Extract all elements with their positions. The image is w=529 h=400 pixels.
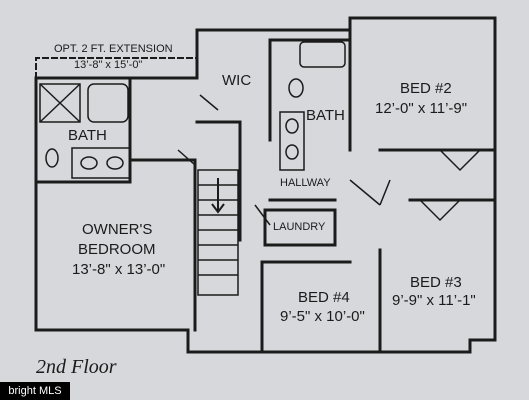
bath-label: BATH xyxy=(306,107,345,124)
extension-outline xyxy=(35,57,198,79)
laundry-label: LAUNDRY xyxy=(273,221,326,233)
watermark-logo: bright MLS xyxy=(0,382,70,400)
owner-bedroom-name-2: BEDROOM xyxy=(78,241,156,258)
owner-vanity-icon xyxy=(71,147,131,179)
bed2-name: BED #2 xyxy=(400,80,452,97)
owner-tub-icon xyxy=(87,83,129,123)
owner-bath-label: BATH xyxy=(68,127,107,144)
main-toilet-icon xyxy=(288,78,304,98)
wic-label: WIC xyxy=(222,72,252,89)
extension-dims: 13’-8" x 15’-0" xyxy=(74,59,143,71)
bed2-dims: 12’-0" x 11’-9" xyxy=(375,100,468,117)
main-vanity-icon xyxy=(279,111,305,171)
door-swing xyxy=(254,204,271,226)
door-swing xyxy=(419,199,461,222)
door-swing xyxy=(177,149,196,166)
laundry-box xyxy=(263,208,337,247)
door-swing xyxy=(199,94,219,111)
outer-wall xyxy=(34,16,497,354)
bed4-dims: 9’-5" x 10’-0" xyxy=(280,308,365,325)
owner-bedroom-name: OWNER'S xyxy=(82,221,153,238)
door-swing xyxy=(439,149,481,172)
floor-title: 2nd Floor xyxy=(36,356,117,378)
stairs-icon xyxy=(197,169,239,296)
door-swing xyxy=(349,179,391,206)
owner-bedroom-dims: 13’-8" x 13’-0" xyxy=(72,261,166,278)
hallway-label: HALLWAY xyxy=(280,177,331,189)
owner-toilet-icon xyxy=(45,148,59,168)
bed4-name: BED #4 xyxy=(298,289,350,306)
extension-label: OPT. 2 FT. EXTENSION xyxy=(54,43,173,55)
main-tub-icon xyxy=(299,41,346,68)
owner-shower-icon xyxy=(39,83,81,123)
bed3-dims: 9’-9" x 11’-1" xyxy=(392,292,476,309)
bed3-name: BED #3 xyxy=(410,274,462,291)
